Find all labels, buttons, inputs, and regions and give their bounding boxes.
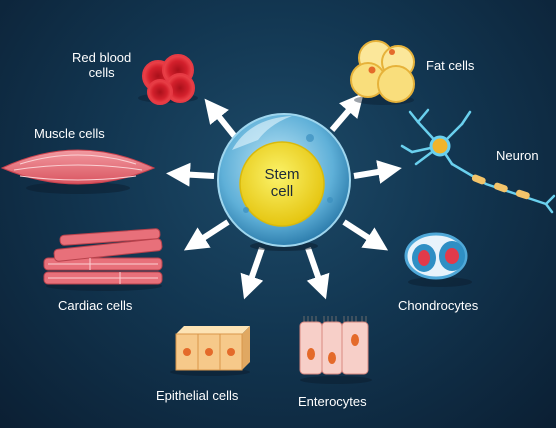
stem-cell [217,113,351,251]
arrow-enterocytes [305,247,330,300]
arrow-epithelial [240,247,265,300]
cardiac-cells-illustration [43,228,163,291]
arrow-cardiac [183,219,230,251]
arrow-neuron [353,160,402,184]
enterocytes-illustration [299,316,372,384]
neuron-illustration [400,108,556,214]
red-blood-cells-illustration [138,54,198,105]
label-cardiac-cells: Cardiac cells [58,298,133,313]
stem-cell-label: Stem cell [247,166,317,200]
label-neuron: Neuron [496,148,539,163]
arrow-chondrocytes [342,219,389,251]
label-enterocytes: Enterocytes [298,394,367,409]
arrows [166,92,402,300]
fat-cells-illustration [350,40,415,105]
label-fat-cells: Fat cells [426,58,475,73]
arrow-red-blood [204,98,239,140]
stem-cell-label-line1: Stem [264,166,300,183]
chondrocytes-illustration [404,232,472,287]
epithelial-cells-illustration [170,326,250,376]
stem-cell-label-line2: cell [270,183,294,200]
label-epithelial-cells: Epithelial cells [156,388,239,403]
label-chondrocytes: Chondrocytes [398,298,479,313]
label-muscle-cells: Muscle cells [34,126,105,141]
label-red-blood-line2: cells [88,65,115,80]
label-red-blood-line1: Red blood [72,50,132,65]
arrow-muscle [166,162,215,187]
label-red-blood-cells: Red blood cells [72,50,131,80]
muscle-cell-illustration [0,149,156,194]
arrow-fat [329,92,364,132]
